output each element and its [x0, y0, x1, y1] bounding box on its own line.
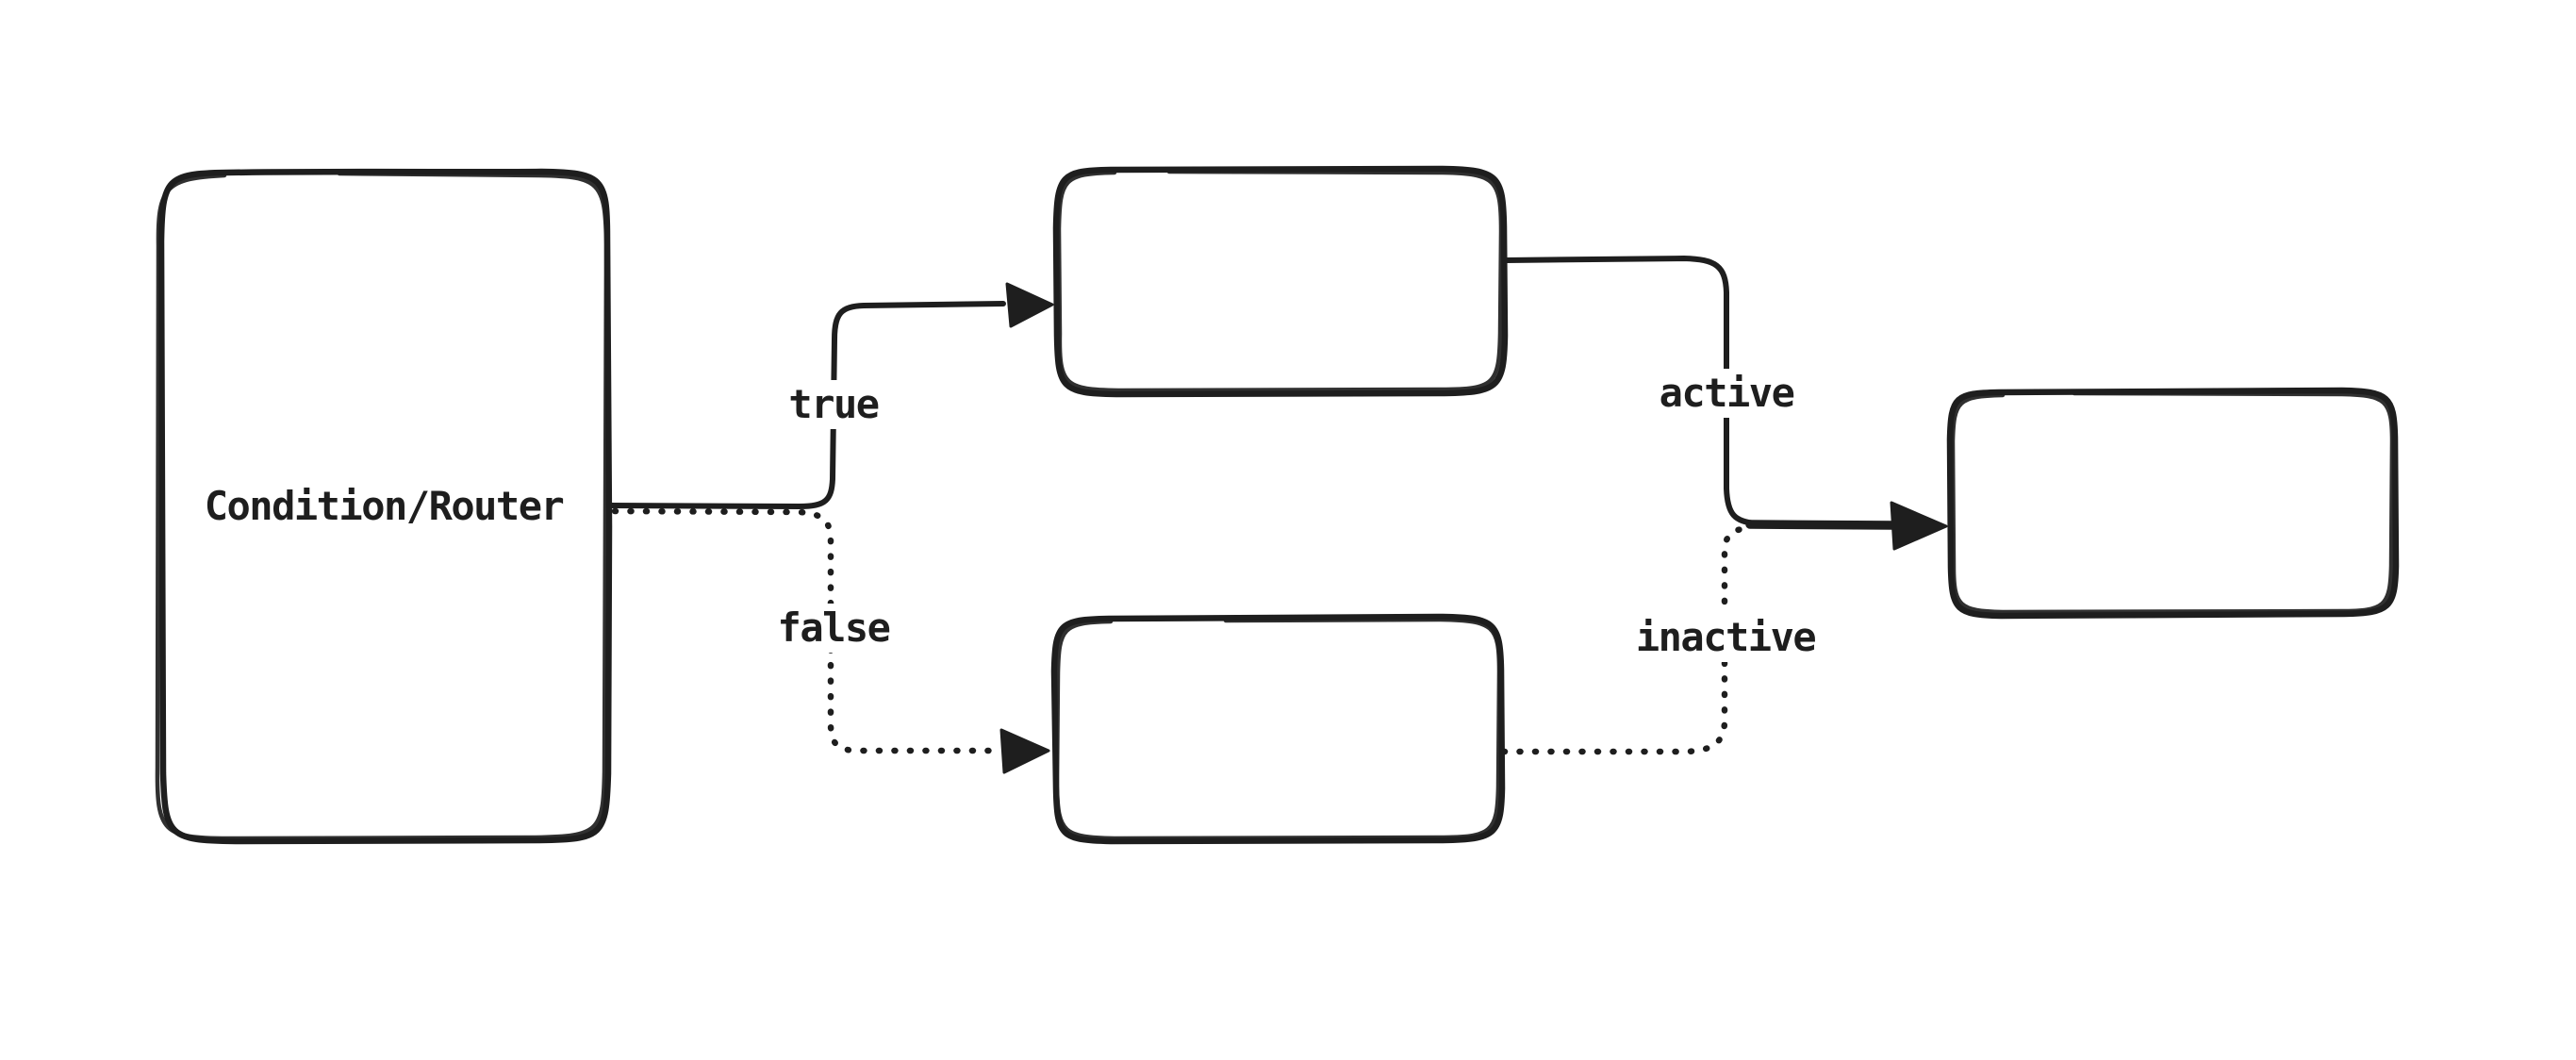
node-result[interactable]	[1946, 387, 2400, 620]
active-edge-label[interactable]: active	[1650, 369, 1803, 418]
edge-inactive[interactable]	[1500, 524, 1752, 755]
edge-active[interactable]	[1503, 256, 1948, 551]
node-false-branch[interactable]	[1050, 613, 1506, 845]
result-outline[interactable]	[1946, 387, 2400, 620]
true-edge-label[interactable]: true	[780, 380, 887, 429]
inactive-edge-label[interactable]: inactive	[1627, 613, 1825, 662]
true-branch-outline[interactable]	[1052, 165, 1509, 398]
condition-router-outline-sketch	[155, 171, 609, 841]
active-edge-line[interactable]	[1503, 256, 1759, 526]
false-branch-outline[interactable]	[1050, 613, 1506, 845]
false-edge-label[interactable]: false	[768, 604, 899, 653]
node-condition-router[interactable]	[155, 168, 613, 845]
true-branch-outline-sketch	[1056, 169, 1504, 393]
false-arrowhead-icon	[999, 728, 1050, 774]
active-arrowhead-icon	[1890, 501, 1948, 551]
true-arrowhead-icon	[1005, 282, 1054, 328]
active-edge-bold-segment[interactable]	[1745, 520, 1900, 530]
false-branch-outline-sketch	[1054, 616, 1502, 841]
condition-router-outline[interactable]	[157, 168, 613, 845]
condition-router-label[interactable]: Condition/Router	[204, 483, 565, 529]
inactive-edge-line[interactable]	[1500, 524, 1752, 755]
result-outline-sketch	[1950, 390, 2395, 615]
node-true-branch[interactable]	[1052, 165, 1509, 398]
